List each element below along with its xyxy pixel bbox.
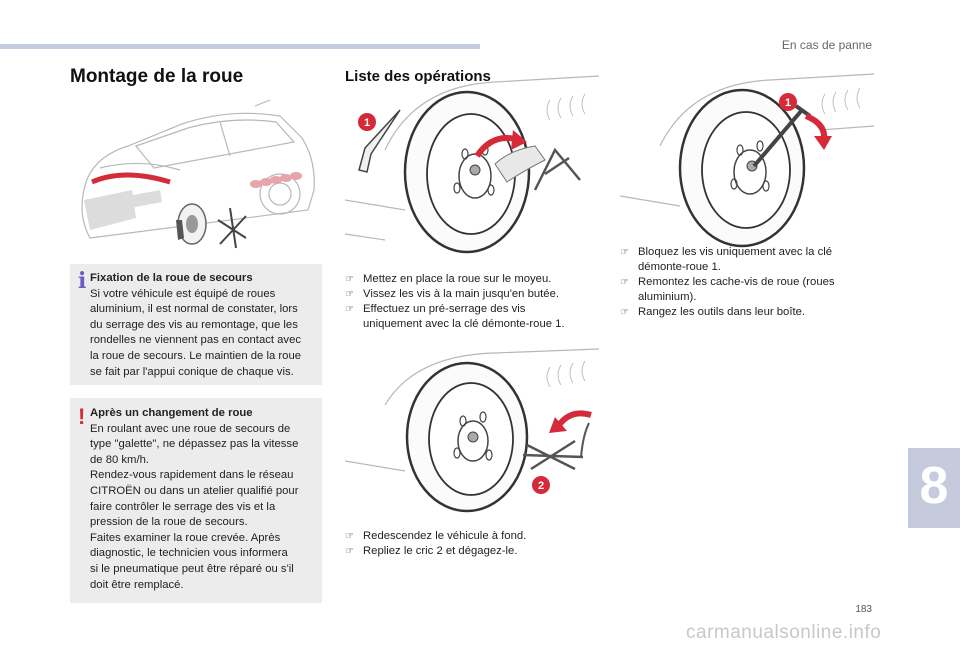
step-text: Bloquez les vis uniquement avec la clé d… (638, 246, 833, 273)
callout-1: 1 (785, 97, 791, 109)
step-item: ☞ Repliez le cric 2 et dégagez-le. (345, 544, 590, 559)
step-item: ☞ Effectuez un pré-serrage des vis unique… (345, 302, 590, 332)
bullet-icon: ☞ (620, 307, 629, 318)
chapter-number: 8 (919, 457, 949, 515)
bullet-icon: ☞ (620, 277, 629, 288)
step-text: Effectuez un pré-serrage des vis uniquem… (363, 303, 565, 330)
header-bar (0, 44, 480, 49)
page-title: Montage de la roue (70, 66, 244, 87)
steps-list-a: ☞ Mettez en place la roue sur le moyeu. ☞… (345, 272, 590, 332)
bullet-icon: ☞ (345, 304, 354, 315)
step-text: Redescendez le véhicule à fond. (363, 530, 527, 542)
warning-text: En roulant avec une roue de secours de t… (90, 422, 299, 591)
step-item: ☞ Rangez les outils dans leur boîte. (620, 305, 865, 320)
bullet-icon: ☞ (620, 247, 629, 258)
warning-icon: ! (78, 404, 86, 429)
info-icon: i (78, 268, 87, 294)
steps-list-b: ☞ Redescendez le véhicule à fond. ☞ Replie… (345, 529, 590, 559)
watermark: carmanualsonline.info (686, 622, 882, 643)
bullet-icon: ☞ (345, 289, 354, 300)
step-text: Repliez le cric 2 et dégagez-le. (363, 545, 518, 557)
wheel-locking-illustration: 1 (620, 73, 875, 248)
page-number: 183 (855, 604, 872, 615)
warning-box: ! Après un changement de roue En roulant… (70, 398, 322, 603)
info-box: i Fixation de la roue de secours Si votr… (70, 264, 322, 385)
section-subtitle: Liste des opérations (345, 68, 491, 85)
chapter-tab: 8 (908, 448, 960, 528)
steps-list-c: ☞ Bloquez les vis uniquement avec la clé … (620, 245, 865, 320)
step-item: ☞ Mettez en place la roue sur le moyeu. (345, 272, 590, 287)
callout-1: 1 (364, 117, 370, 129)
jack-lowering-illustration: 2 (345, 348, 600, 513)
step-text: Vissez les vis à la main jusqu'en butée. (363, 288, 559, 300)
section-title: En cas de panne (781, 38, 872, 52)
step-item: ☞ Remontez les cache-vis de roue (roues a… (620, 275, 865, 305)
callout-2: 2 (538, 480, 544, 492)
bullet-icon: ☞ (345, 546, 354, 557)
info-text: Si votre véhicule est équipé de roues al… (90, 287, 302, 378)
step-text: Rangez les outils dans leur boîte. (638, 306, 806, 318)
bullet-icon: ☞ (345, 274, 354, 285)
bullet-icon: ☞ (345, 531, 354, 542)
warning-heading: Après un changement de roue (90, 407, 253, 419)
step-item: ☞ Bloquez les vis uniquement avec la clé … (620, 245, 865, 275)
step-text: Remontez les cache-vis de roue (roues al… (638, 276, 835, 303)
step-item: ☞ Redescendez le véhicule à fond. (345, 529, 590, 544)
car-illustration (81, 99, 315, 249)
step-text: Mettez en place la roue sur le moyeu. (363, 273, 552, 285)
info-heading: Fixation de la roue de secours (90, 272, 253, 284)
step-item: ☞ Vissez les vis à la main jusqu'en butée… (345, 287, 590, 302)
wheel-tightening-illustration: 1 (345, 75, 600, 254)
